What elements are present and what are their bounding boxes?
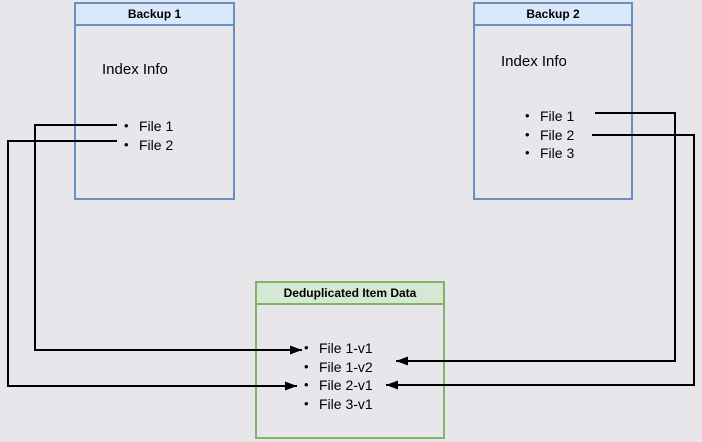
backup1-file-1-label: File 1: [139, 118, 174, 134]
backup1-index-info-label: Index Info: [102, 61, 168, 78]
bullet-icon: •: [304, 358, 309, 374]
backup1-box: Backup 1: [74, 2, 235, 200]
dedup-item-file1-v2: File 1-v2: [319, 358, 373, 375]
backup1-file-2-label: File 2: [139, 136, 174, 153]
list-item: • File 2: [523, 126, 574, 145]
dedup-item-file2-v1: File 2-v1: [319, 377, 373, 393]
list-item: • File 2-v1: [302, 376, 373, 395]
backup2-index-info-label: Index Info: [501, 53, 567, 70]
bullet-icon: •: [525, 145, 530, 160]
bullet-icon: •: [304, 395, 309, 411]
backup1-title: Backup 1: [76, 4, 233, 26]
list-item: • File 2: [122, 136, 173, 155]
backup2-box: Backup 2: [473, 2, 633, 200]
backup2-title: Backup 2: [475, 4, 631, 26]
list-item: • File 1-v2: [302, 358, 373, 377]
backup1-file-list: • File 1 • File 2: [122, 117, 173, 154]
bullet-icon: •: [525, 126, 530, 142]
bullet-icon: •: [525, 108, 530, 123]
list-item: • File 1-v1: [302, 339, 373, 358]
backup2-file-2-label: File 2: [540, 126, 575, 143]
dedup-title: Deduplicated Item Data: [257, 283, 443, 305]
dedup-item-file3-v1: File 3-v1: [319, 395, 373, 412]
list-item: • File 3-v1: [302, 395, 373, 414]
backup2-file-list: • File 1 • File 2 • File 3: [523, 107, 574, 163]
bullet-icon: •: [124, 118, 129, 133]
bullet-icon: •: [304, 340, 309, 355]
list-item: • File 1: [122, 117, 173, 136]
backup2-file-1-label: File 1: [540, 108, 575, 124]
dedup-item-list: • File 1-v1 • File 1-v2 • File 2-v1 • Fi…: [302, 339, 373, 413]
bullet-icon: •: [124, 136, 129, 152]
bullet-icon: •: [304, 377, 309, 392]
list-item: • File 1: [523, 107, 574, 126]
backup2-file-3-label: File 3: [540, 145, 575, 161]
list-item: • File 3: [523, 144, 574, 163]
dedup-item-file1-v1: File 1-v1: [319, 340, 373, 356]
